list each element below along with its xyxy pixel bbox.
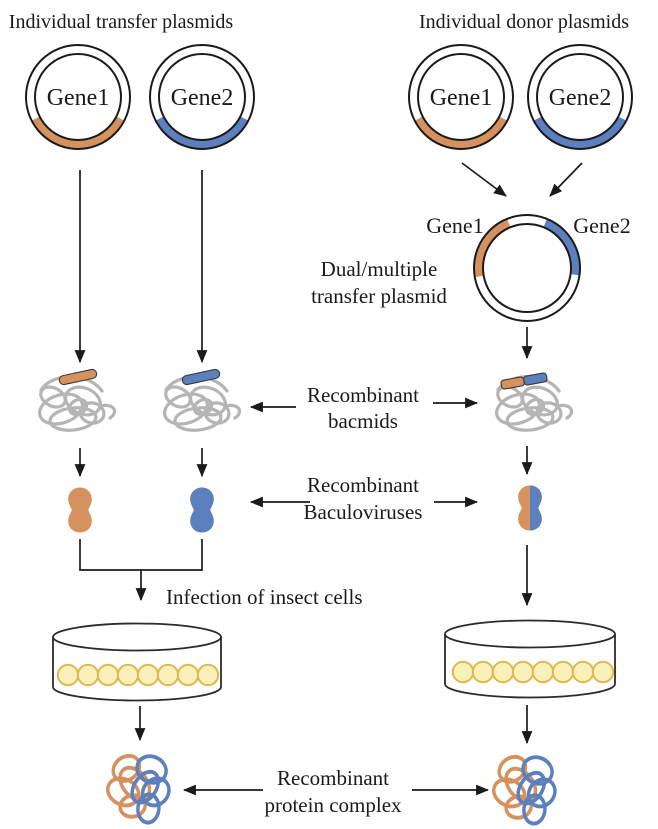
dish-rim <box>52 622 222 652</box>
dual-plasmid-caption-line2: transfer plasmid <box>311 284 447 308</box>
baculovirus-dual-icon <box>518 485 542 531</box>
plasmid-outer-ring <box>473 214 581 322</box>
bacmid-label-line2: bacmids <box>328 409 398 433</box>
gene1-segment <box>500 376 525 390</box>
protein-complex-left-icon <box>106 753 171 825</box>
dish-rim <box>444 619 616 649</box>
plasmid-inner-ring <box>158 53 246 141</box>
arrow-donor1-to-dual <box>461 162 507 197</box>
gene2-insert-arc <box>533 116 627 149</box>
gene2-insert-arc <box>155 116 249 149</box>
insect-cell <box>196 663 220 687</box>
donor-plasmid-gene2-icon: Gene2 <box>527 44 633 150</box>
insect-cell <box>56 663 80 687</box>
plasmid-outer-ring <box>25 44 131 150</box>
insect-cell <box>571 660 595 684</box>
petri-dish-left-icon <box>52 622 222 702</box>
protein-loop-blue <box>136 792 161 825</box>
protein-complex-right-icon <box>492 754 557 826</box>
coinfection-bracket <box>79 539 203 571</box>
insect-cell <box>76 663 100 687</box>
insect-cell <box>591 660 615 684</box>
bacmid-gene1-insert <box>58 368 98 386</box>
bacmid-dual-insert <box>500 372 548 390</box>
bacmid-gene1-icon <box>34 375 117 434</box>
transfer-plasmid-gene2-icon: Gene2 <box>149 44 255 150</box>
baculovirus-gene1-icon <box>68 487 92 533</box>
insect-cell <box>511 660 535 684</box>
insect-cell <box>136 663 160 687</box>
infection-label: Infection of insect cells <box>166 585 363 609</box>
gene1-label: Gene1 <box>47 85 110 111</box>
plasmid-inner-ring <box>482 223 572 313</box>
protein-loop-blue <box>516 770 547 806</box>
baculovirus-gene2-icon <box>190 487 214 533</box>
gene2-label: Gene2 <box>549 85 612 111</box>
gene1-segment <box>58 368 98 386</box>
arrow-donor2-to-dual <box>549 162 583 197</box>
insect-cell <box>551 660 575 684</box>
insect-cell <box>116 663 140 687</box>
plasmid-outer-ring <box>527 44 633 150</box>
insect-cell <box>451 660 475 684</box>
dish-bottom <box>444 683 616 699</box>
protein-label-line1: Recombinant <box>277 766 389 790</box>
protein-loop-blue <box>526 777 557 809</box>
insect-cell <box>96 663 120 687</box>
transfer-plasmids-title: Individual transfer plasmids <box>9 11 234 33</box>
insect-cells <box>56 663 220 687</box>
dual-gene1-label: Gene1 <box>426 213 483 238</box>
bacmid-gene2-insert <box>181 368 221 386</box>
plasmid-outer-ring <box>408 44 514 150</box>
donor-plasmids-title: Individual donor plasmids <box>419 11 629 33</box>
baculovirus-label-line2: Baculoviruses <box>304 500 423 524</box>
insect-cell <box>491 660 515 684</box>
petri-dish-right-icon <box>444 619 616 699</box>
protein-loop-blue <box>140 776 171 808</box>
dual-gene2-label: Gene2 <box>573 213 630 238</box>
gene1-insert-arc <box>31 116 125 149</box>
baculovirus-label-line1: Recombinant <box>307 473 419 497</box>
plasmid-outer-ring <box>149 44 255 150</box>
dish-bottom <box>52 686 222 702</box>
insect-cell <box>531 660 555 684</box>
gene2-segment <box>181 368 221 386</box>
dual-plasmid-caption-line1: Dual/multiple <box>321 257 438 281</box>
plasmid-inner-ring <box>417 53 505 141</box>
insect-cell <box>471 660 495 684</box>
bacmid-gene2-icon <box>159 375 242 434</box>
plasmid-inner-ring <box>34 53 122 141</box>
transfer-plasmid-gene1-icon: Gene1 <box>25 44 131 150</box>
insect-cell <box>156 663 180 687</box>
gene2-label: Gene2 <box>171 85 234 111</box>
dual-transfer-plasmid-icon: Gene1 Gene2 <box>426 213 631 322</box>
insect-cell <box>176 663 200 687</box>
gene2-segment <box>523 372 548 386</box>
protein-label-line2: protein complex <box>264 793 402 817</box>
plasmid-inner-ring <box>536 53 624 141</box>
protein-loop-blue <box>130 769 161 805</box>
donor-plasmid-gene1-icon: Gene1 <box>408 44 514 150</box>
gene1-insert-arc <box>414 116 508 149</box>
bacmid-label-line1: Recombinant <box>307 383 419 407</box>
insect-cells <box>451 660 615 684</box>
gene1-label: Gene1 <box>430 85 493 111</box>
protein-loop-blue <box>522 793 547 826</box>
